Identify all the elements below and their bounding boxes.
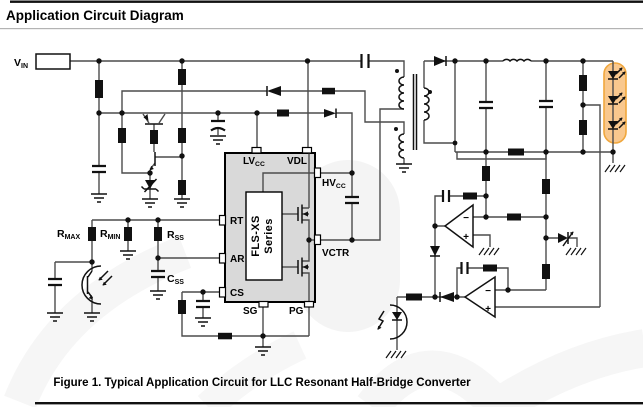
ic-pins (218, 146, 322, 308)
startup-regulator (143, 114, 163, 171)
pin-label-pg: PG (289, 306, 304, 317)
rmin-label: RMIN (100, 228, 120, 241)
mosfet-low-side (297, 257, 308, 277)
error-amplifier-2: − + (463, 275, 496, 319)
ic-block: FLS-XS Series LVCC VDL HVCC VCTR RT AR C… (218, 146, 350, 317)
page-title: Application Circuit Diagram (6, 8, 184, 23)
rmax-label: RMAX (57, 228, 80, 241)
chip-name-line2: Series (263, 218, 275, 253)
pin-label-vctr: VCTR (322, 248, 350, 259)
core (412, 74, 418, 150)
css-label: CSS (167, 273, 184, 286)
opamp2-plus: + (485, 304, 491, 315)
primary-winding (398, 76, 405, 110)
pin-label-vdl: VDL (287, 156, 307, 167)
resistor-rmax (88, 227, 96, 241)
pin-label-sg: SG (243, 306, 258, 317)
resistor-rmin (124, 227, 132, 241)
pin-label-hvcc: HVCC (322, 178, 346, 190)
chip-name-line1: FLS-XS (250, 215, 262, 257)
resistor-rss (154, 227, 162, 241)
output-inductor (502, 58, 532, 63)
resonant-capacitor (360, 54, 370, 68)
shunt-regulator (558, 231, 574, 247)
figure-caption: Figure 1. Typical Application Circuit fo… (53, 377, 471, 389)
error-amplifier-1: − + (443, 203, 474, 249)
led-1 (608, 67, 626, 80)
controller-core (245, 191, 283, 281)
capacitor-css (151, 269, 165, 279)
title-rule (0, 28, 643, 30)
opamp1-plus: + (463, 232, 469, 243)
optocoupler-2 (377, 304, 408, 340)
vin-source: VIN (14, 53, 71, 70)
pin-label-lvcc: LVCC (243, 156, 265, 168)
watermark (4, 160, 643, 407)
rss-label: RSS (167, 229, 184, 242)
transformer (394, 69, 432, 159)
junction-dots (89, 58, 616, 339)
zener-diode (140, 178, 160, 193)
ground-symbols (47, 135, 626, 359)
led-2 (608, 92, 626, 105)
optocoupler-1 (81, 265, 113, 305)
aux-winding (398, 133, 405, 159)
mosfet-high-side (297, 204, 308, 224)
opamp2-minus: − (485, 286, 491, 297)
bottom-border (35, 402, 643, 405)
capacitors (48, 54, 553, 309)
top-border (10, 0, 643, 3)
secondary-winding (423, 87, 430, 121)
opamp1-minus: − (463, 213, 469, 224)
led-string (608, 67, 626, 130)
light-arrow-icon (377, 310, 385, 330)
pin-label-cs: CS (230, 288, 244, 299)
vin-label: VIN (14, 57, 28, 70)
diodes (266, 56, 454, 302)
pin-label-rt: RT (230, 216, 243, 227)
pin-label-ar: AR (230, 254, 245, 265)
led-3 (608, 117, 626, 130)
resistors (88, 69, 587, 340)
